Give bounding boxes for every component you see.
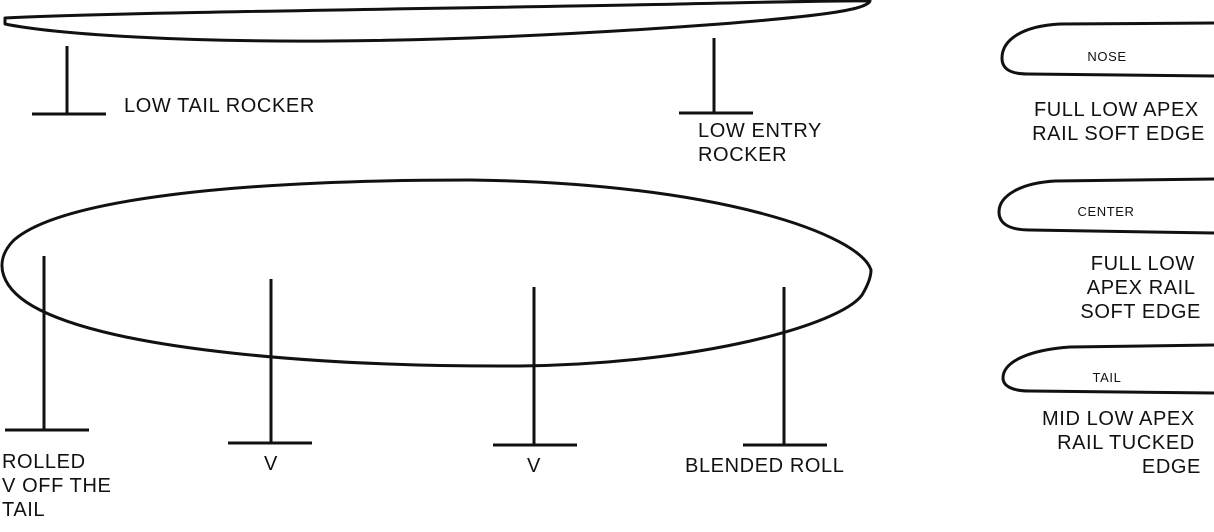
v2-label: V	[527, 455, 541, 477]
rail-tail-shape	[1001, 343, 1214, 395]
rail-center-desc: FULL LOW APEX RAIL SOFT EDGE	[1080, 253, 1201, 323]
rail-center-desc-line-2: APEX RAIL	[1087, 277, 1195, 299]
tail-bottom-label-line-3: TAIL	[2, 499, 45, 521]
rail-tail-desc-line-1: MID LOW APEX	[1042, 408, 1195, 430]
rail-tail-tag: TAIL	[1093, 370, 1122, 385]
entry-rocker-label: LOW ENTRY ROCKER	[698, 120, 828, 166]
tail-bottom-label-line-1: ROLLED	[2, 451, 86, 473]
bottom-outline	[0, 178, 873, 368]
rail-tail-desc-line-2: RAIL TUCKED	[1057, 432, 1195, 454]
front-bottom-marker	[743, 287, 827, 447]
rail-center-desc-line-3: SOFT EDGE	[1080, 301, 1201, 323]
front-bottom-label: BLENDED ROLL	[685, 455, 844, 477]
bottom-contour: ROLLED V OFF THE TAIL V V BLENDED ROLL	[0, 178, 873, 521]
rail-nose-shape	[1000, 21, 1214, 78]
tail-bottom-marker	[5, 256, 89, 432]
rail-center: CENTER FULL LOW APEX RAIL SOFT EDGE	[997, 177, 1214, 323]
rail-nose-tag: NOSE	[1087, 49, 1126, 64]
entry-rocker-marker	[679, 38, 753, 115]
v1-label: V	[264, 453, 278, 475]
rocker-profile: LOW TAIL ROCKER LOW ENTRY ROCKER	[3, 0, 872, 166]
v2-marker	[493, 287, 577, 447]
rail-tail-desc-line-3: EDGE	[1142, 456, 1201, 478]
rail-nose-desc-line-1: FULL LOW APEX	[1034, 99, 1199, 121]
tail-bottom-label-line-2: V OFF THE	[2, 475, 111, 497]
rail-nose-desc: FULL LOW APEX RAIL SOFT EDGE	[1032, 99, 1205, 145]
rocker-outline	[3, 0, 872, 43]
rail-tail: TAIL MID LOW APEX RAIL TUCKED EDGE	[1001, 343, 1214, 478]
rail-center-shape	[997, 177, 1214, 235]
rail-tail-desc: MID LOW APEX RAIL TUCKED EDGE	[1042, 408, 1201, 478]
entry-rocker-label-line-1: LOW ENTRY	[698, 120, 822, 142]
v1-marker	[228, 279, 312, 445]
entry-rocker-label-line-2: ROCKER	[698, 144, 787, 166]
tail-rocker-marker	[32, 46, 106, 116]
rail-nose: NOSE FULL LOW APEX RAIL SOFT EDGE	[1000, 21, 1214, 145]
tail-bottom-label: ROLLED V OFF THE TAIL	[2, 451, 118, 521]
rail-center-desc-line-1: FULL LOW	[1091, 253, 1195, 275]
tail-rocker-label: LOW TAIL ROCKER	[124, 95, 315, 117]
rail-center-tag: CENTER	[1077, 204, 1134, 219]
rail-nose-desc-line-2: RAIL SOFT EDGE	[1032, 123, 1205, 145]
